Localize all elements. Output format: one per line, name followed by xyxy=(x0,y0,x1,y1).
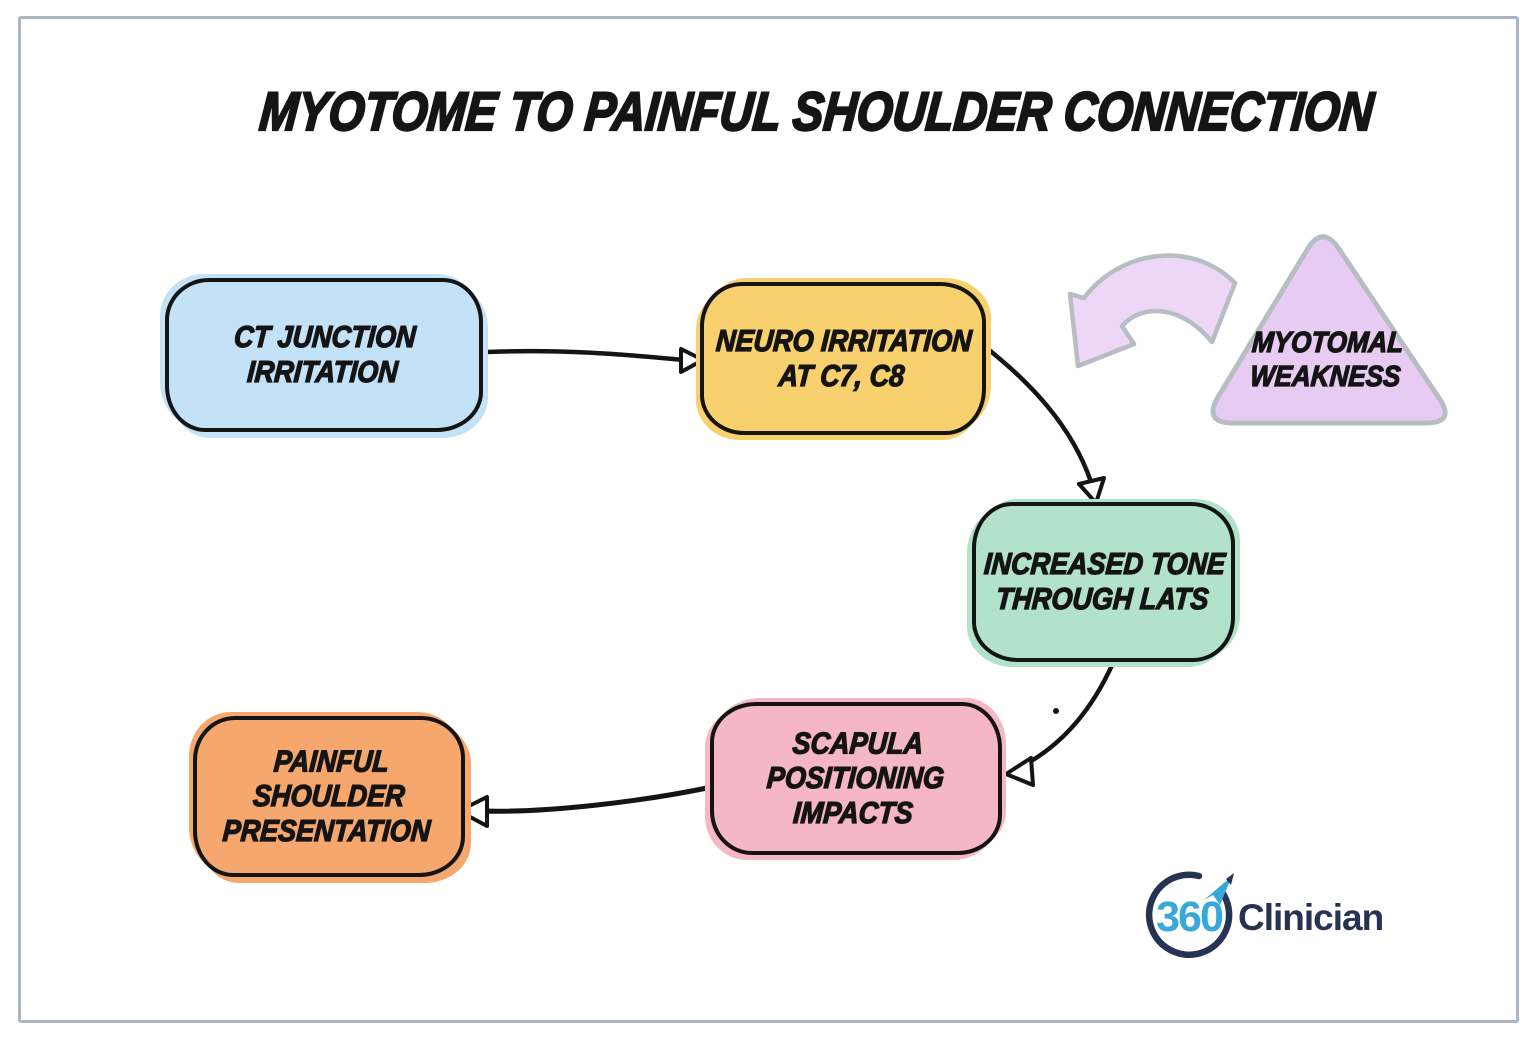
arrowhead-scapula-to-painful xyxy=(457,795,489,828)
edge-tone-to-scapula xyxy=(1023,660,1116,767)
node-neuro-irritation-c7-c8: Neuro Irritation at C7, C8 xyxy=(700,282,986,435)
logo-badge-text: 360 xyxy=(1156,893,1223,941)
node-myotomal-weakness-label: Myotomal Weakness xyxy=(1249,325,1406,393)
node-painful-shoulder-presentation: Painful Shoulder Presentation xyxy=(193,716,465,877)
node-increased-tone-through-lats: Increased Tone Through Lats xyxy=(972,502,1235,662)
node-scapula-positioning-impacts-label: Scapula Positioning Impacts xyxy=(766,726,947,830)
edge-neuro-to-tone xyxy=(981,343,1094,485)
node-painful-shoulder-presentation-label: Painful Shoulder Presentation xyxy=(221,744,432,848)
arrowhead-tone-to-scapula xyxy=(1004,756,1035,787)
arrowhead-neuro-to-tone xyxy=(1077,476,1106,505)
arrowhead-ct-to-neuro xyxy=(679,347,705,374)
logo-name-text: Clinician xyxy=(1238,897,1383,938)
logo-paper-plane-tip xyxy=(1226,873,1234,885)
node-increased-tone-through-lats-label: Increased Tone Through Lats xyxy=(982,547,1227,616)
node-ct-junction-irritation-label: CT Junction Irritation xyxy=(233,320,418,389)
stray-ink-dot xyxy=(1053,708,1059,714)
edge-ct-to-neuro xyxy=(484,348,687,363)
logo-360-clinician: 360 Clinician xyxy=(1145,871,1384,958)
logo-paper-plane-icon xyxy=(1204,876,1232,905)
border-frame xyxy=(18,16,1519,1023)
node-myotomal-weakness: Myotomal Weakness xyxy=(1227,320,1427,400)
myotomal-swoosh-arrow xyxy=(1067,253,1238,369)
node-neuro-irritation-c7-c8-label: Neuro Irritation at C7, C8 xyxy=(715,323,974,393)
myotomal-weakness-triangle xyxy=(1210,234,1448,426)
node-scapula-positioning-impacts: Scapula Positioning Impacts xyxy=(710,702,1002,855)
logo-circle xyxy=(1145,871,1233,958)
edge-scapula-to-painful xyxy=(479,784,715,814)
node-ct-junction-irritation: CT Junction Irritation xyxy=(165,278,483,432)
